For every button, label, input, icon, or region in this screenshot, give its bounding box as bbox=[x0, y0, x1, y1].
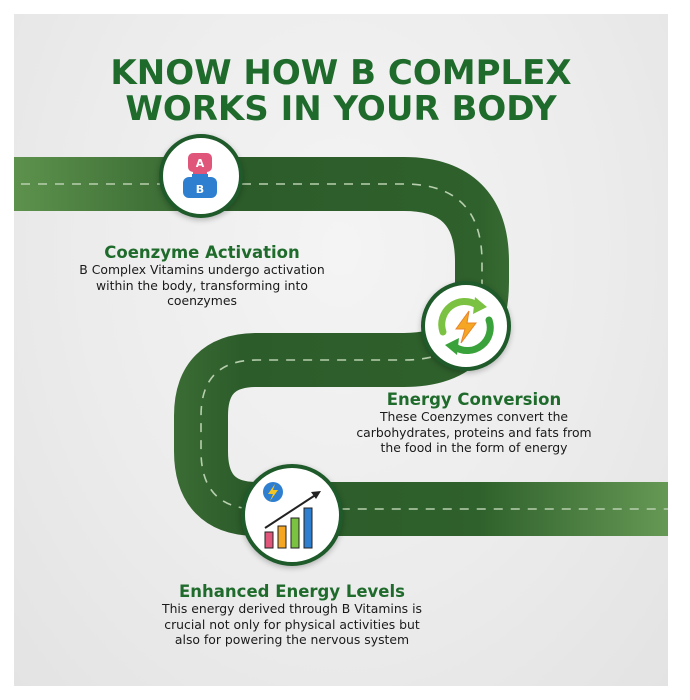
description-line: also for powering the nervous system bbox=[174, 632, 410, 647]
road-lane-dashes bbox=[14, 183, 668, 510]
step-title-coenzyme-activation: Coenzyme Activation bbox=[104, 243, 300, 262]
growth-chart-icon bbox=[241, 464, 343, 566]
description-line: carbohydrates, proteins and fats from bbox=[356, 424, 592, 440]
energy-cycle-icon bbox=[421, 281, 511, 371]
description-line: within the body, transforming into bbox=[96, 277, 308, 293]
description-line: crucial not only for physical activities… bbox=[164, 616, 420, 632]
letter-a: A bbox=[196, 157, 205, 170]
infographic-canvas: KNOW HOW B COMPLEX WORKS IN YOUR BODY A … bbox=[14, 14, 668, 686]
description-line: This energy derived through B Vitamins i… bbox=[162, 601, 422, 616]
step-title-energy-conversion: Energy Conversion bbox=[386, 390, 562, 409]
letter-b: B bbox=[196, 183, 204, 196]
description-line: the food in the form of energy bbox=[380, 440, 568, 455]
step-description-energy-conversion: These Coenzymes convert the carbohydrate… bbox=[344, 409, 604, 456]
page-title-line-2: WORKS IN YOUR BODY bbox=[125, 89, 557, 129]
winding-road bbox=[14, 157, 668, 536]
step-description-enhanced-energy-levels: This energy derived through B Vitamins i… bbox=[142, 601, 442, 648]
description-line: coenzymes bbox=[167, 293, 237, 308]
step-description-coenzyme-activation: B Complex Vitamins undergo activation wi… bbox=[72, 262, 332, 309]
page-title-line-1: KNOW HOW B COMPLEX bbox=[110, 53, 572, 93]
coenzyme-ab-icon: A B bbox=[159, 134, 243, 218]
description-line: These Coenzymes convert the bbox=[379, 409, 569, 424]
step-title-enhanced-energy-levels: Enhanced Energy Levels bbox=[179, 582, 405, 601]
description-line: B Complex Vitamins undergo activation bbox=[79, 262, 325, 277]
